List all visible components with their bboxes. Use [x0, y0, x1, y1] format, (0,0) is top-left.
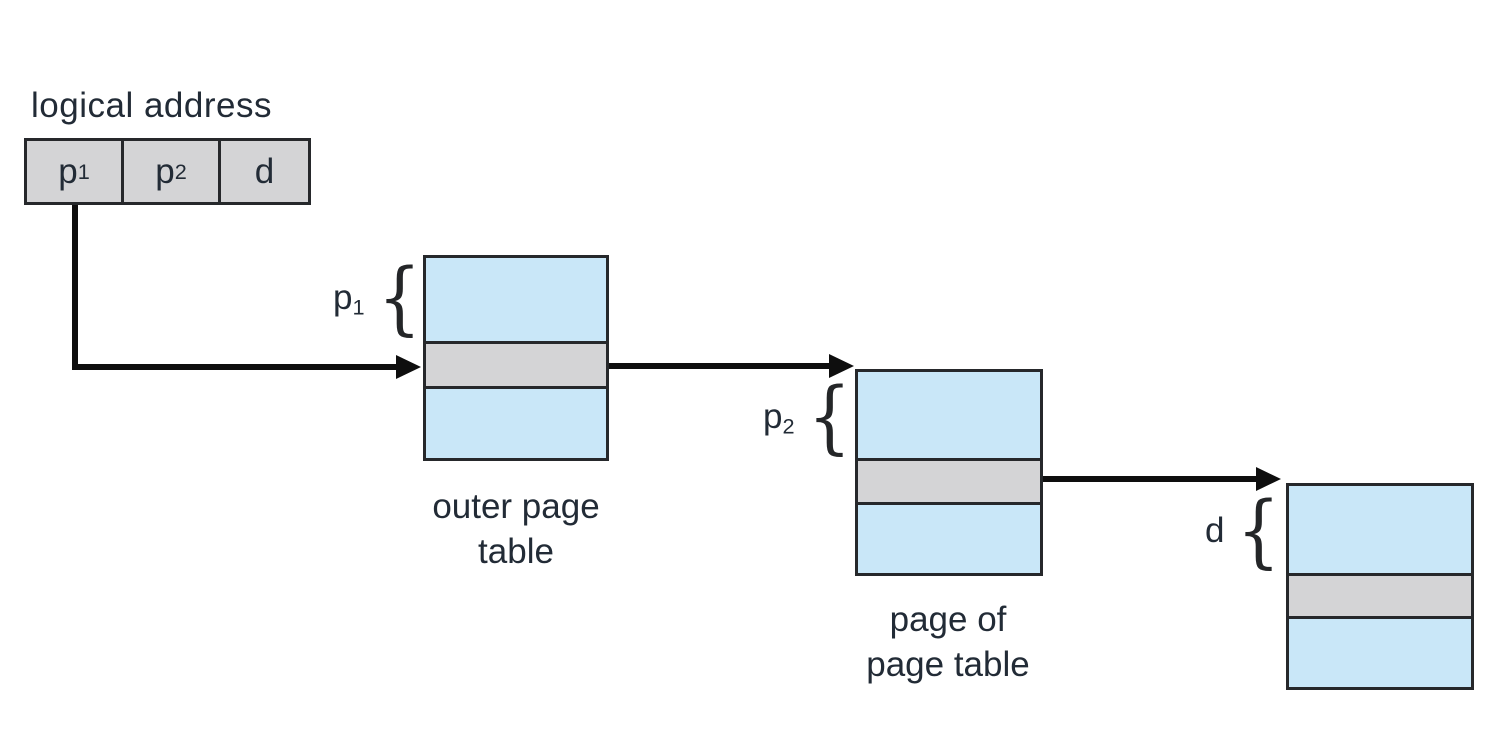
label-line: page of [889, 600, 1007, 639]
d-brace: { [1237, 484, 1281, 577]
table-row [858, 505, 1040, 573]
table-row [1289, 619, 1471, 687]
p1-index-annotation: p1 { [333, 253, 424, 343]
cell-text-base: p [58, 151, 78, 191]
p1-brace: { [377, 251, 421, 344]
arrowhead-icon [396, 355, 421, 379]
label-base: d [1205, 511, 1225, 550]
label-line: page table [866, 645, 1030, 684]
label-base: p [763, 397, 783, 436]
logical-address-cell-d: d [221, 141, 308, 202]
d-offset-annotation: d { [1205, 485, 1284, 577]
label-sub: 1 [352, 294, 365, 320]
outer-page-table-label: outer page table [396, 484, 636, 574]
p2-label: p2 [763, 397, 795, 437]
outer-page-table [423, 255, 609, 461]
page-of-page-table-label: page of page table [818, 597, 1078, 687]
logical-address-label: logical address [31, 86, 272, 125]
table-row [426, 258, 606, 341]
d-label: d [1205, 511, 1224, 551]
label-line: outer page [432, 487, 600, 526]
page-of-page-table [855, 369, 1043, 576]
table-row [1289, 486, 1471, 573]
label-sub: 2 [782, 413, 795, 439]
cell-text-base: p [155, 151, 175, 191]
label-base: p [333, 278, 353, 317]
p2-brace: { [807, 370, 851, 463]
p2-index-annotation: p2 { [763, 372, 854, 462]
table-row-selected-entry [1289, 573, 1471, 619]
memory-page [1286, 483, 1474, 690]
label-line: table [478, 532, 554, 571]
cell-text-base: d [254, 151, 275, 191]
table-row-selected-entry [858, 458, 1040, 505]
table-row-selected-entry [426, 341, 606, 389]
p1-label: p1 [333, 278, 365, 318]
table-row [858, 372, 1040, 458]
table-row [426, 389, 606, 458]
